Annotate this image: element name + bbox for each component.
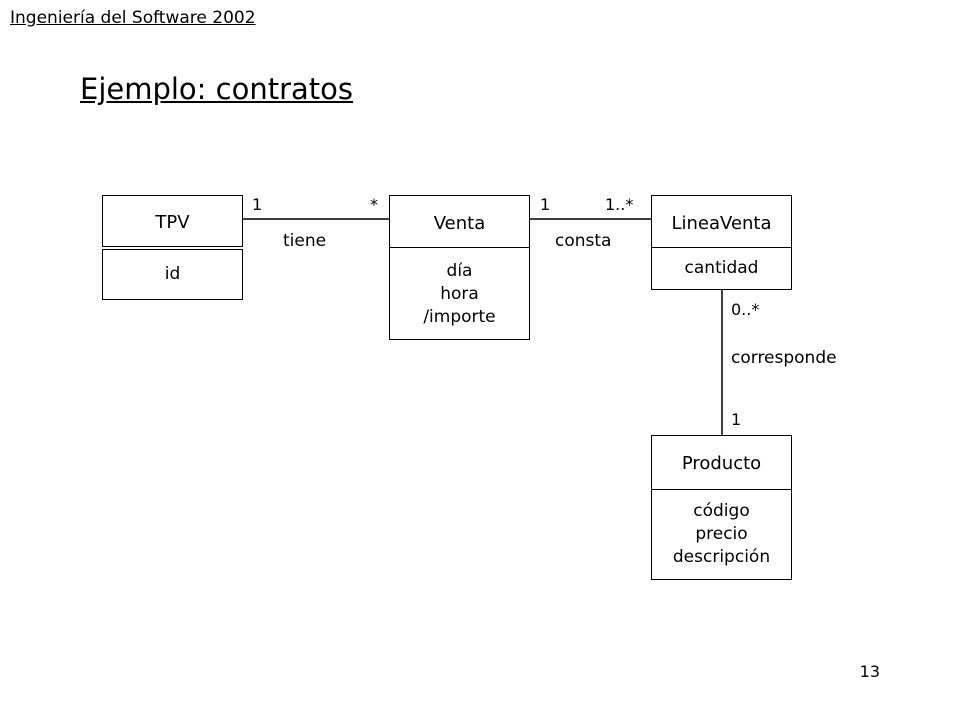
slide-title: Ejemplo: contratos (80, 72, 354, 106)
association-tiene-label: tiene (283, 231, 327, 251)
mult-corresponde-linea: 0..* (731, 300, 760, 319)
mult-tiene-tpv: 1 (252, 195, 263, 214)
mult-tiene-venta: * (370, 195, 378, 214)
attr-venta-dia: día (446, 261, 473, 281)
course-header: Ingeniería del Software 2002 (10, 8, 256, 28)
attr-producto-codigo: código (693, 501, 750, 521)
mult-consta-linea: 1..* (605, 195, 634, 214)
attr-lineaventa-cantidad: cantidad (684, 258, 759, 278)
class-lineaventa-attributes: cantidad (651, 247, 792, 290)
class-producto-name: Producto (651, 435, 792, 490)
mult-corresponde-producto: 1 (731, 410, 742, 429)
attr-producto-descripcion: descripción (672, 547, 771, 567)
class-lineaventa-name: LineaVenta (651, 195, 792, 248)
attr-venta-importe: /importe (423, 307, 496, 327)
class-lineaventa-label: LineaVenta (671, 213, 772, 234)
class-tpv-name: TPV (102, 195, 243, 247)
class-producto-attributes: código precio descripción (651, 489, 792, 580)
attr-producto-precio: precio (695, 524, 748, 544)
association-corresponde-label: corresponde (731, 348, 837, 368)
attr-tpv-id: id (164, 264, 181, 284)
association-consta-label: consta (555, 231, 612, 251)
class-tpv-attributes: id (102, 249, 243, 300)
class-tpv-label: TPV (155, 212, 190, 233)
class-venta-attributes: día hora /importe (389, 247, 530, 340)
class-producto-label: Producto (681, 453, 762, 474)
mult-consta-venta: 1 (540, 195, 551, 214)
attr-venta-hora: hora (440, 284, 479, 304)
page-number: 13 (859, 662, 880, 681)
class-venta-label: Venta (433, 213, 486, 234)
class-venta-name: Venta (389, 195, 530, 248)
